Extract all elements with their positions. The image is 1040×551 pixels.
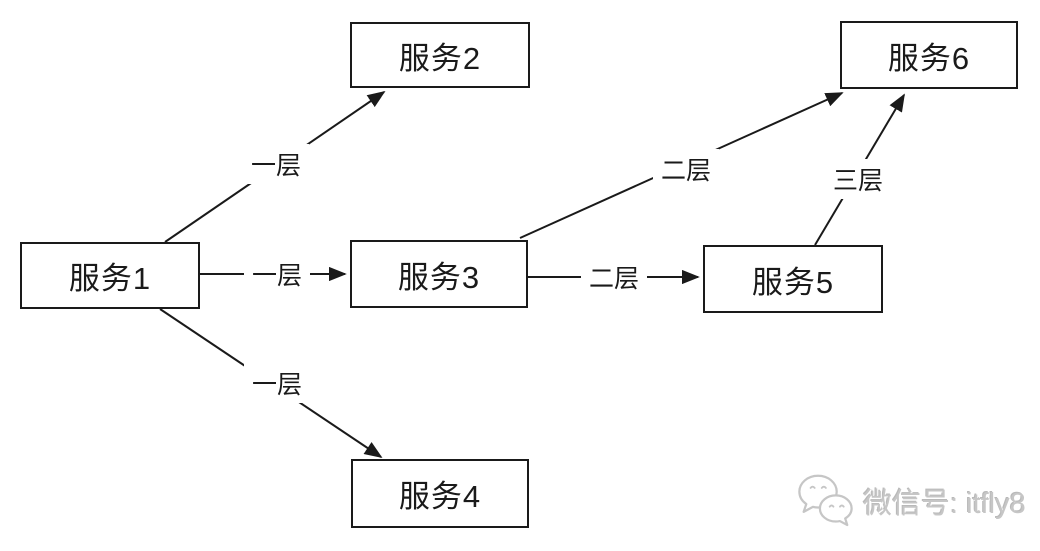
edge-label-service3-service6: 二层 [652, 149, 720, 189]
node-service4-label: 服务4 [398, 479, 482, 514]
edge-label-service1-service2: 一层 [242, 144, 310, 184]
node-service2-label: 服务2 [398, 40, 482, 76]
node-service6: 服务6 [840, 21, 1018, 89]
wechat-icon [798, 474, 853, 527]
edge-label-service3-service5: 二层 [580, 257, 648, 297]
edge-label-service1-service3: 一层 [243, 254, 311, 294]
node-service5-label: 服务5 [751, 264, 835, 300]
node-service2: 服务2 [350, 22, 530, 88]
node-service6-label: 服务6 [887, 40, 971, 76]
node-service3: 服务3 [350, 240, 528, 308]
node-service5: 服务5 [703, 245, 883, 313]
watermark: 微信号: itfly8 [797, 473, 1026, 529]
edge-label-service1-service4: 一层 [243, 363, 311, 403]
edge-label-service5-service6: 三层 [824, 159, 892, 199]
node-service1-label: 服务1 [68, 261, 152, 296]
node-service3-label: 服务3 [397, 259, 481, 295]
node-service1: 服务1 [20, 242, 200, 309]
watermark-text: 微信号: itfly8 [863, 488, 1026, 520]
node-service4: 服务4 [351, 459, 529, 528]
